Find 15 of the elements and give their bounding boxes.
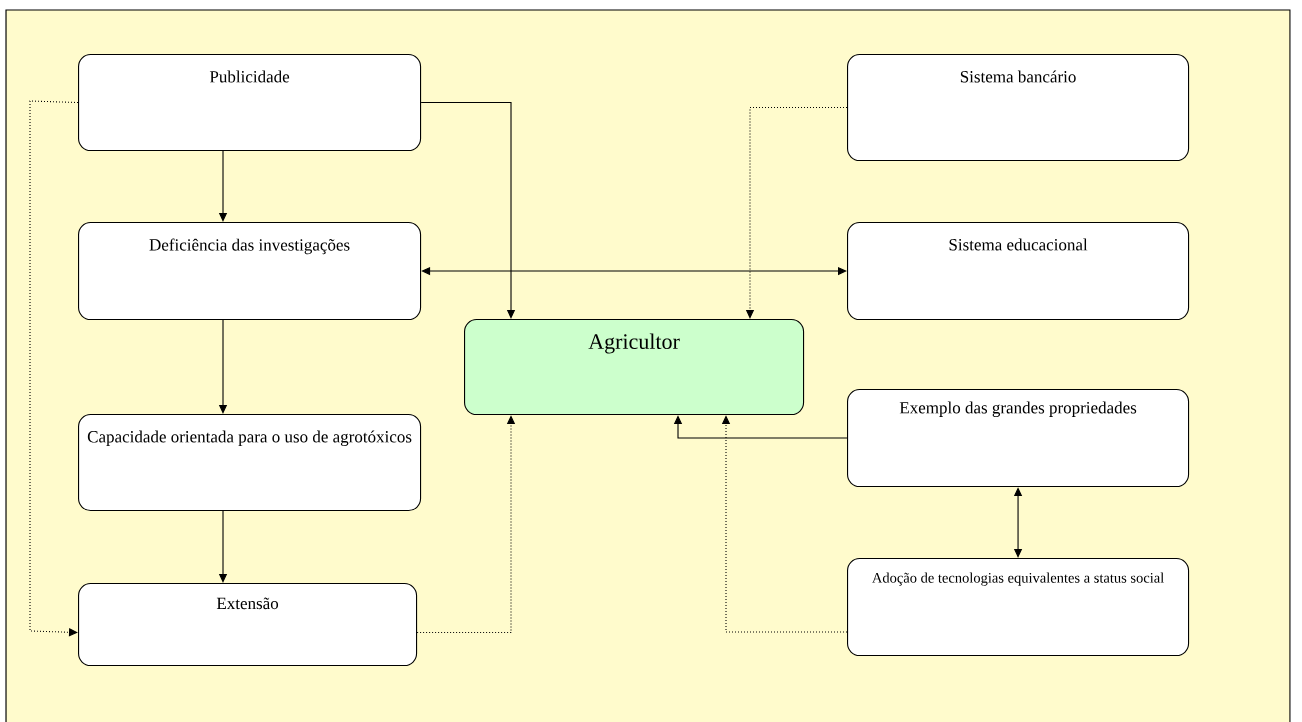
arrow <box>1013 487 1023 558</box>
arrow <box>421 266 847 276</box>
central-box: Agricultor <box>464 319 805 416</box>
process-box: Deficiência das investigações <box>78 222 422 321</box>
process-box: Sistema educacional <box>847 222 1190 321</box>
arrow <box>673 415 848 439</box>
process-box: Publicidade <box>78 54 422 152</box>
process-box: Exemplo das grandes propriedades <box>847 388 1190 488</box>
process-box: Sistema bancário <box>847 54 1190 162</box>
process-box: Adoção de tecnologias equivalentes a status social <box>847 558 1190 657</box>
process-box: Extensão <box>78 583 418 667</box>
arrow <box>420 102 516 319</box>
process-box: Capacidade orientada para o uso de agrotóxicos <box>78 414 422 512</box>
arrow <box>721 415 848 633</box>
arrow <box>29 100 79 637</box>
